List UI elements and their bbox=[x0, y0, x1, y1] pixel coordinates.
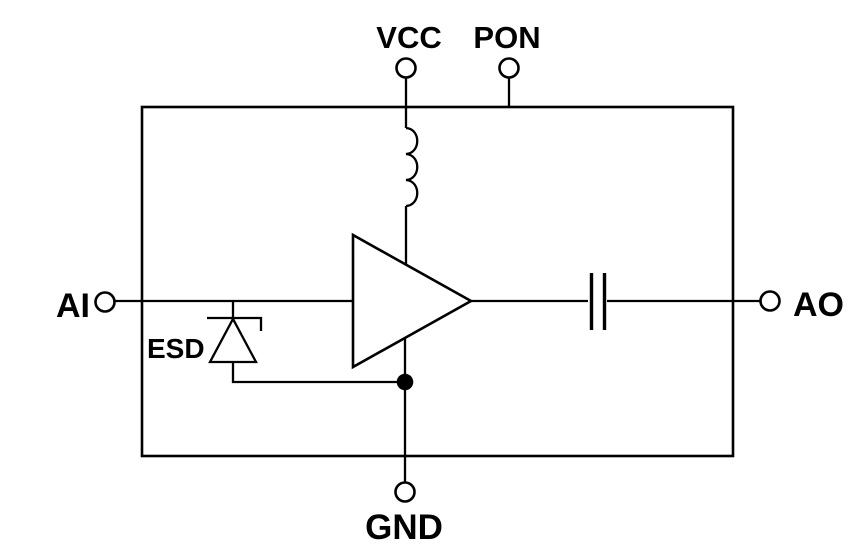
esd-label: ESD bbox=[147, 333, 205, 364]
pin-gnd-label: GND bbox=[365, 508, 443, 547]
pin-vcc-terminal-icon bbox=[395, 57, 417, 79]
pin-ao: AO bbox=[759, 286, 844, 324]
junction-dot-icon bbox=[396, 373, 414, 391]
wire-esd-anode-to-gnd bbox=[231, 362, 405, 384]
pin-gnd-terminal-icon bbox=[394, 481, 416, 503]
pin-ao-terminal-icon bbox=[759, 290, 781, 312]
pin-vcc-label: VCC bbox=[376, 20, 441, 55]
pin-ao-label: AO bbox=[793, 286, 844, 324]
amplifier-triangle-icon bbox=[351, 232, 474, 370]
pin-ai: AI bbox=[56, 287, 353, 325]
pin-vcc: VCC bbox=[376, 20, 442, 128]
pin-ai-terminal-icon bbox=[94, 291, 116, 313]
pin-pon-label: PON bbox=[473, 20, 540, 55]
pin-pon-terminal-icon bbox=[498, 57, 520, 79]
pin-ai-label: AI bbox=[56, 287, 90, 325]
pin-gnd: GND bbox=[365, 338, 443, 547]
ic-boundary-box bbox=[140, 105, 735, 458]
esd-diode-triangle-icon bbox=[208, 316, 258, 364]
pin-pon: PON bbox=[473, 20, 541, 107]
inductor-coil-icon bbox=[405, 126, 419, 208]
output-path bbox=[471, 273, 760, 330]
esd-diode: ESD bbox=[147, 301, 405, 384]
esd-diode-cathode-bar-icon bbox=[207, 316, 263, 331]
